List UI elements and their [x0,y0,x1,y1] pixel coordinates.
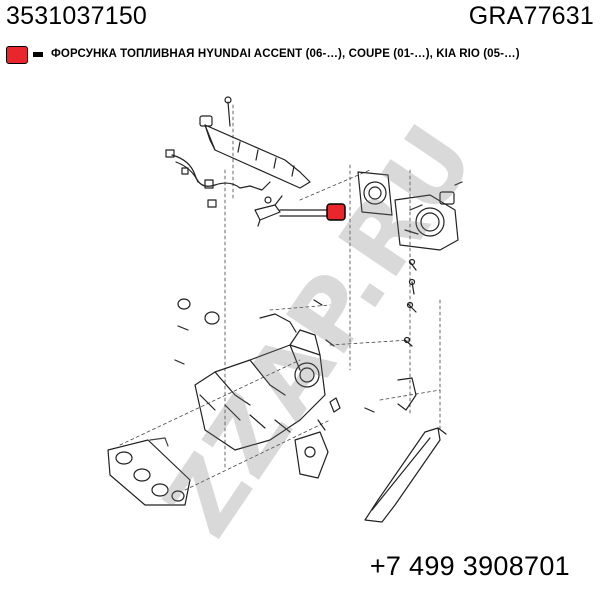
legend-label: ФОРСУНКА ТОПЛИВНАЯ HYUNDAI ACCENT (06-…)… [51,48,520,60]
wiring-harness [165,149,271,208]
phone-number: +7 499 3908701 [369,551,570,581]
fuel-rail [199,96,311,189]
oem-code: GRA77631 [468,2,594,30]
support-bracket [364,377,441,523]
idle-valve [294,419,329,479]
injector-highlight [326,203,346,221]
parts-diagram [107,96,463,523]
leader-lines [119,104,441,491]
bolts [174,258,447,435]
part-number: 3531037150 [6,2,148,30]
legend-swatch [6,46,28,64]
fuel-injector [254,195,346,227]
intake-manifold [177,298,341,451]
legend-dash [33,52,43,57]
manifold-gasket [107,439,191,506]
throttle-body [357,171,463,251]
